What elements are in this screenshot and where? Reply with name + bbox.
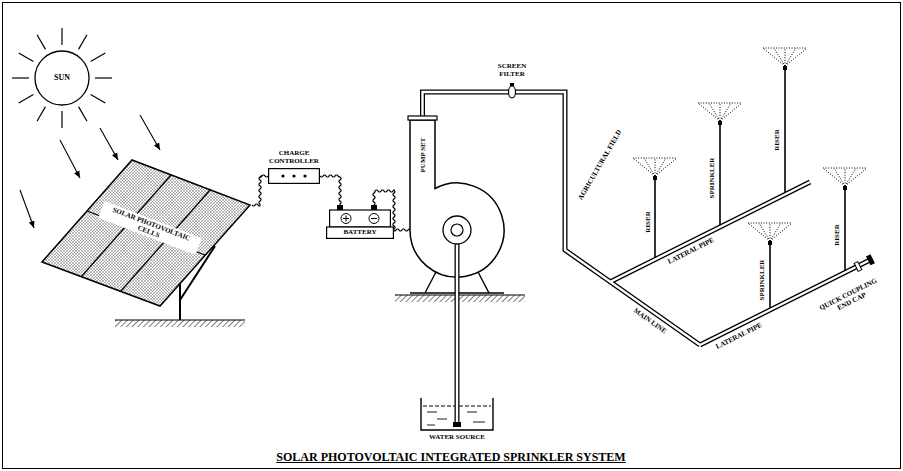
indicator-dot	[281, 174, 284, 177]
sprinkler-label: SPRINKLER	[758, 259, 766, 302]
indicator-dot	[292, 174, 295, 177]
sun-label: SUN	[34, 50, 90, 106]
sun-circle: SUN	[34, 50, 90, 106]
riser-label: RISER	[773, 128, 781, 151]
power-wire	[252, 175, 268, 206]
sunlight-arrow	[100, 128, 118, 160]
riser-pipe	[654, 180, 656, 260]
quick-coupling	[854, 262, 862, 272]
ground-hatch	[395, 295, 525, 302]
controller-label: CHARGE CONTROLLER	[258, 149, 330, 165]
pump-flange	[408, 116, 437, 120]
sun-ray	[91, 95, 106, 104]
sprinkler-heads	[653, 66, 847, 245]
battery-base	[327, 227, 394, 238]
sun-ray	[37, 35, 46, 50]
main-pipe	[423, 92, 701, 345]
sprinkler-head	[843, 186, 847, 190]
foot-valve	[453, 422, 461, 427]
pump-set: PUMP SET	[410, 110, 510, 295]
wire-line	[252, 175, 268, 206]
battery-terminal	[337, 205, 343, 210]
sprinkler-label: SPRINKLER	[708, 157, 716, 200]
water-label: WATER SOURCE	[415, 433, 499, 441]
riser-pipe	[784, 70, 786, 195]
pump-hub	[451, 224, 463, 236]
pipe-bore	[456, 295, 458, 392]
sprinkler-head	[783, 66, 787, 70]
positive-symbol	[341, 214, 351, 224]
wire-line	[320, 175, 341, 205]
battery-terminal	[371, 205, 377, 210]
ground-hatch	[115, 320, 245, 327]
riser-pipe	[769, 245, 771, 310]
sun-ray	[79, 107, 88, 122]
panel-ground	[42, 160, 250, 306]
water-source: WATER SOURCE	[415, 392, 499, 450]
minus-sign	[371, 218, 377, 219]
suction-pipe-connector	[457, 295, 458, 392]
spray-pattern	[763, 48, 807, 66]
sun-ray	[61, 28, 62, 45]
controller-box	[268, 168, 320, 184]
spray-pattern	[823, 168, 867, 186]
stand-post	[179, 282, 181, 320]
suction-pipe	[455, 392, 460, 423]
sun-ray	[19, 53, 34, 62]
controller-body	[269, 169, 320, 184]
negative-symbol	[369, 214, 379, 224]
indicator-dot	[303, 174, 306, 177]
pipe-wall	[455, 295, 460, 392]
sunlight-arrow	[140, 115, 160, 150]
sun-ray	[37, 107, 46, 122]
riser-pipe	[844, 190, 846, 273]
spray-pattern	[633, 158, 677, 176]
spray-pattern	[698, 103, 742, 121]
plus-sign	[343, 216, 349, 222]
sun-rays	[12, 28, 112, 128]
solar-panel: SOLAR PHOTOVOLTAIC CELLS	[40, 158, 252, 308]
sun-ray	[79, 35, 88, 50]
battery-body	[330, 210, 391, 227]
charge-controller: CHARGE CONTROLLER	[268, 168, 320, 184]
sun-ray	[95, 77, 112, 78]
screen-filter	[509, 86, 516, 98]
sun-ray	[19, 95, 34, 104]
field-label: AGRICULTURAL FIELD	[576, 128, 624, 203]
pump-label: PUMP SET	[418, 138, 426, 173]
sprinkler-head	[653, 176, 657, 180]
sun-ray	[91, 53, 106, 62]
screen-filter-label: SCREEN FILTER	[491, 62, 533, 78]
sprinkler-head	[718, 121, 722, 125]
pump-eye	[443, 216, 471, 244]
suction-bore	[456, 392, 458, 423]
riser-pipe	[719, 125, 721, 227]
riser-label: RISER	[833, 223, 841, 246]
sun-ray	[12, 77, 29, 78]
battery: BATTERY	[326, 205, 394, 239]
sunlight-arrow	[20, 190, 34, 228]
sunlight-arrow	[60, 140, 80, 178]
power-wire	[320, 175, 341, 205]
sun-ray	[61, 111, 62, 128]
frame	[3, 3, 901, 469]
panel-grid	[81, 175, 210, 292]
riser-label: RISER	[644, 210, 652, 233]
sprinkler-head	[768, 241, 772, 245]
diagram-title: SOLAR PHOTOVOLTAIC INTEGRATED SPRINKLER …	[276, 451, 625, 465]
end-cap	[866, 254, 875, 265]
panel-cells	[42, 160, 250, 306]
water-tank	[415, 392, 499, 450]
spray-pattern	[748, 223, 792, 241]
risers	[655, 70, 845, 310]
sun-disc	[35, 51, 89, 105]
battery-label: BATTERY	[326, 228, 394, 237]
pipe-bore	[423, 92, 701, 345]
sprinkler-sprays	[633, 48, 867, 241]
